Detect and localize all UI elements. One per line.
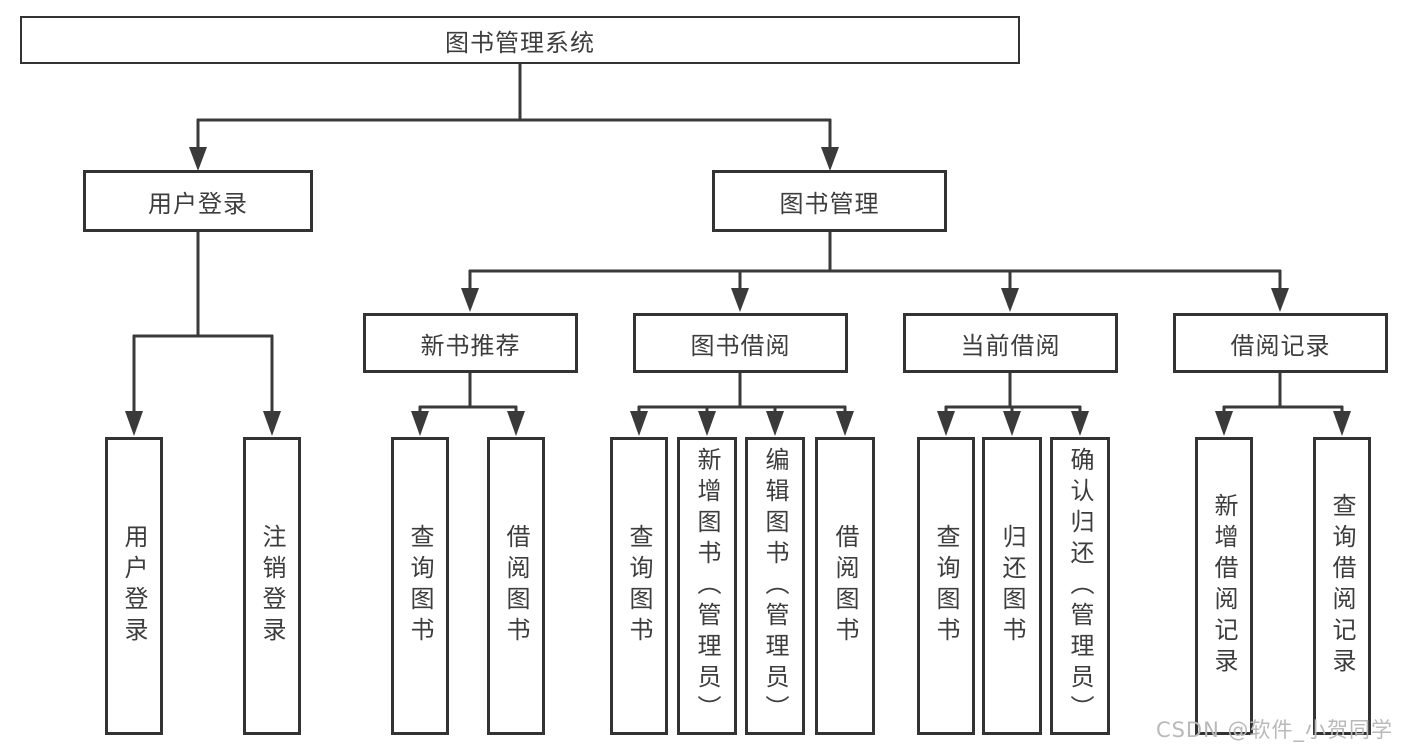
leaf-query-books-recommend: 查询图书 xyxy=(391,437,449,735)
node-borrowing-records: 借阅记录 xyxy=(1173,313,1388,373)
leaf-return-books: 归还图书 xyxy=(982,437,1042,735)
leaf-query-books-current: 查询图书 xyxy=(917,437,975,735)
arrowheads xyxy=(125,147,1351,436)
node-root-system: 图书管理系统 xyxy=(20,16,1020,64)
node-book-management: 图书管理 xyxy=(712,170,947,232)
leaf-user-login: 用户登录 xyxy=(105,437,163,735)
leaf-add-books-admin: 新增图书（管理员） xyxy=(677,437,737,735)
leaf-confirm-return-admin: 确认归还（管理员） xyxy=(1050,437,1110,735)
node-book-borrowing: 图书借阅 xyxy=(633,313,848,373)
leaf-query-books-borrowing: 查询图书 xyxy=(610,437,668,735)
leaf-edit-books-admin: 编辑图书（管理员） xyxy=(745,437,805,735)
node-current-borrowing: 当前借阅 xyxy=(903,313,1118,373)
node-new-book-recommend: 新书推荐 xyxy=(363,313,578,373)
node-user-login: 用户登录 xyxy=(83,170,313,232)
leaf-add-borrow-record: 新增借阅记录 xyxy=(1195,437,1253,735)
leaf-logout: 注销登录 xyxy=(243,437,301,735)
leaf-borrow-books-borrowing: 借阅图书 xyxy=(815,437,875,735)
leaf-query-borrow-record: 查询借阅记录 xyxy=(1313,437,1371,735)
leaf-borrow-books-recommend: 借阅图书 xyxy=(487,437,545,735)
csdn-watermark: CSDN @软件_小贺同学 xyxy=(1155,718,1393,742)
